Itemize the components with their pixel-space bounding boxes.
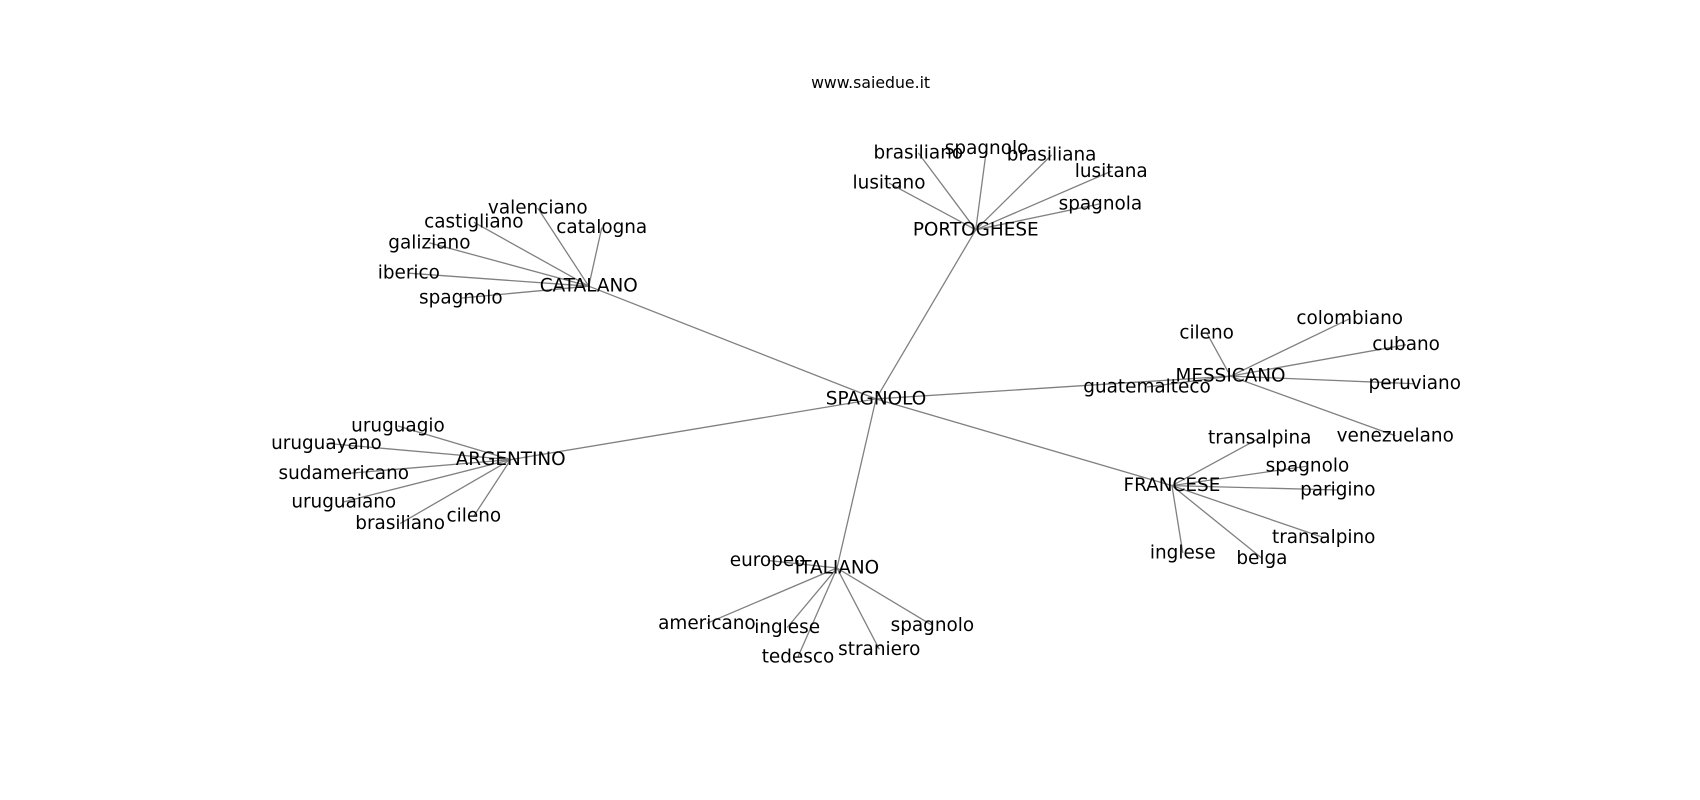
edge-argentino-sudamericano xyxy=(343,458,511,475)
node-leaf-uruguaiano: uruguaiano xyxy=(291,491,396,512)
edge-messicano-colombiano xyxy=(1230,318,1351,377)
node-hub-catalano: CATALANO xyxy=(540,276,638,297)
edge-francese-transalpina xyxy=(1171,437,1261,487)
edge-portoghese-brasiliano xyxy=(917,152,977,231)
node-leaf-castigliano: castigliano xyxy=(424,212,523,233)
edge-catalano-valenciano xyxy=(537,207,590,287)
node-hub-messicano: MESSICANO xyxy=(1175,366,1285,387)
node-leaf-inglese: inglese xyxy=(1150,542,1216,563)
node-leaf-parigino: parigino xyxy=(1300,479,1375,500)
edge-italiano-americano xyxy=(706,567,838,624)
edge-argentino-uruguaiano xyxy=(343,458,511,503)
edge-catalano-galiziano xyxy=(429,242,589,287)
edge-messicano-cubano xyxy=(1230,344,1407,377)
edge-argentino-cileno xyxy=(473,459,512,517)
node-leaf-catalogna: catalogna xyxy=(556,217,647,238)
edge-italiano-straniero xyxy=(836,567,880,650)
node-hub-francese: FRANCESE xyxy=(1124,475,1221,496)
node-leaf-brasiliano: brasiliano xyxy=(355,513,445,534)
edge-center-italiano xyxy=(836,398,877,569)
edge-francese-inglese xyxy=(1171,485,1184,553)
node-hub-italiano: ITALIANO xyxy=(795,558,879,579)
node-center: SPAGNOLO xyxy=(826,388,926,409)
node-leaf-valenciano: valenciano xyxy=(488,198,588,219)
node-leaf-spagnolo: spagnolo xyxy=(891,615,975,636)
node-leaf-iberico: iberico xyxy=(378,263,440,284)
node-leaf-americano: americano xyxy=(658,613,756,634)
edge-messicano-cileno xyxy=(1206,332,1232,377)
edge-portoghese-spagnolo xyxy=(975,148,988,230)
edge-portoghese-brasiliana xyxy=(975,154,1053,231)
node-leaf-spagnola: spagnola xyxy=(1059,193,1143,214)
node-leaf-guatemalteco: guatemalteco xyxy=(1083,376,1210,397)
node-leaf-tedesco: tedesco xyxy=(762,646,835,667)
node-leaf-cileno: cileno xyxy=(1179,322,1234,343)
edge-francese-belga xyxy=(1171,485,1263,559)
edge-messicano-guatemalteco xyxy=(1146,375,1231,388)
node-leaf-straniero: straniero xyxy=(838,639,920,660)
node-leaf-cileno: cileno xyxy=(447,505,502,526)
edge-center-argentino xyxy=(510,398,877,461)
site-title: www.saiedue.it xyxy=(811,73,930,92)
edge-catalano-catalogna xyxy=(588,227,603,287)
edge-italiano-spagnolo xyxy=(836,567,933,627)
node-leaf-inglese: inglese xyxy=(754,617,820,638)
node-hub-portoghese: PORTOGHESE xyxy=(913,219,1039,240)
edge-italiano-tedesco xyxy=(797,567,838,658)
edge-messicano-peruviano xyxy=(1230,375,1415,385)
edge-center-francese xyxy=(875,398,1173,487)
edge-italiano-inglese xyxy=(786,567,838,629)
edge-italiano-europeo xyxy=(767,559,838,569)
node-leaf-peruviano: peruviano xyxy=(1369,373,1461,394)
node-hub-argentino: ARGENTINO xyxy=(456,449,566,470)
edge-francese-spagnolo xyxy=(1171,465,1308,487)
edge-catalano-castigliano xyxy=(473,221,590,287)
edge-catalano-iberico xyxy=(408,272,589,287)
node-leaf-uruguayano: uruguayano xyxy=(271,433,382,454)
edge-messicano-venezuelano xyxy=(1230,375,1396,437)
edge-argentino-uruguagio xyxy=(397,425,511,461)
node-leaf-transalpino: transalpino xyxy=(1272,527,1375,548)
edge-portoghese-lusitana xyxy=(975,170,1112,231)
node-leaf-cubano: cubano xyxy=(1372,334,1440,355)
edge-center-portoghese xyxy=(875,229,977,400)
node-leaf-uruguagio: uruguagio xyxy=(351,416,445,437)
node-leaf-spagnolo: spagnolo xyxy=(945,138,1029,159)
node-leaf-europeo: europeo xyxy=(730,550,806,571)
edge-center-messicano xyxy=(875,375,1231,400)
node-leaf-colombiano: colombiano xyxy=(1296,308,1403,329)
node-leaf-lusitana: lusitana xyxy=(1075,161,1148,182)
node-leaf-venezuelano: venezuelano xyxy=(1337,425,1454,446)
edge-argentino-uruguayano xyxy=(326,442,511,461)
node-leaf-belga: belga xyxy=(1236,548,1287,569)
edge-portoghese-lusitano xyxy=(888,182,977,231)
node-leaf-lusitano: lusitano xyxy=(853,173,926,194)
nodes: SPAGNOLOPORTOGHESEbrasilianospagnolobras… xyxy=(271,138,1461,667)
edges xyxy=(326,148,1415,658)
edge-francese-transalpino xyxy=(1171,485,1324,539)
edge-portoghese-spagnola xyxy=(975,203,1101,231)
node-leaf-spagnolo: spagnolo xyxy=(1266,456,1350,477)
edge-catalano-spagnolo xyxy=(460,285,589,299)
node-leaf-transalpina: transalpina xyxy=(1208,427,1311,448)
node-leaf-brasiliana: brasiliana xyxy=(1007,145,1097,166)
node-leaf-sudamericano: sudamericano xyxy=(279,463,409,484)
node-leaf-galiziano: galiziano xyxy=(388,232,470,253)
edge-center-catalano xyxy=(588,285,877,400)
node-leaf-brasiliano: brasiliano xyxy=(873,142,963,163)
node-leaf-spagnolo: spagnolo xyxy=(419,288,503,309)
edge-argentino-brasiliano xyxy=(399,459,512,525)
edge-francese-parigino xyxy=(1171,484,1338,491)
